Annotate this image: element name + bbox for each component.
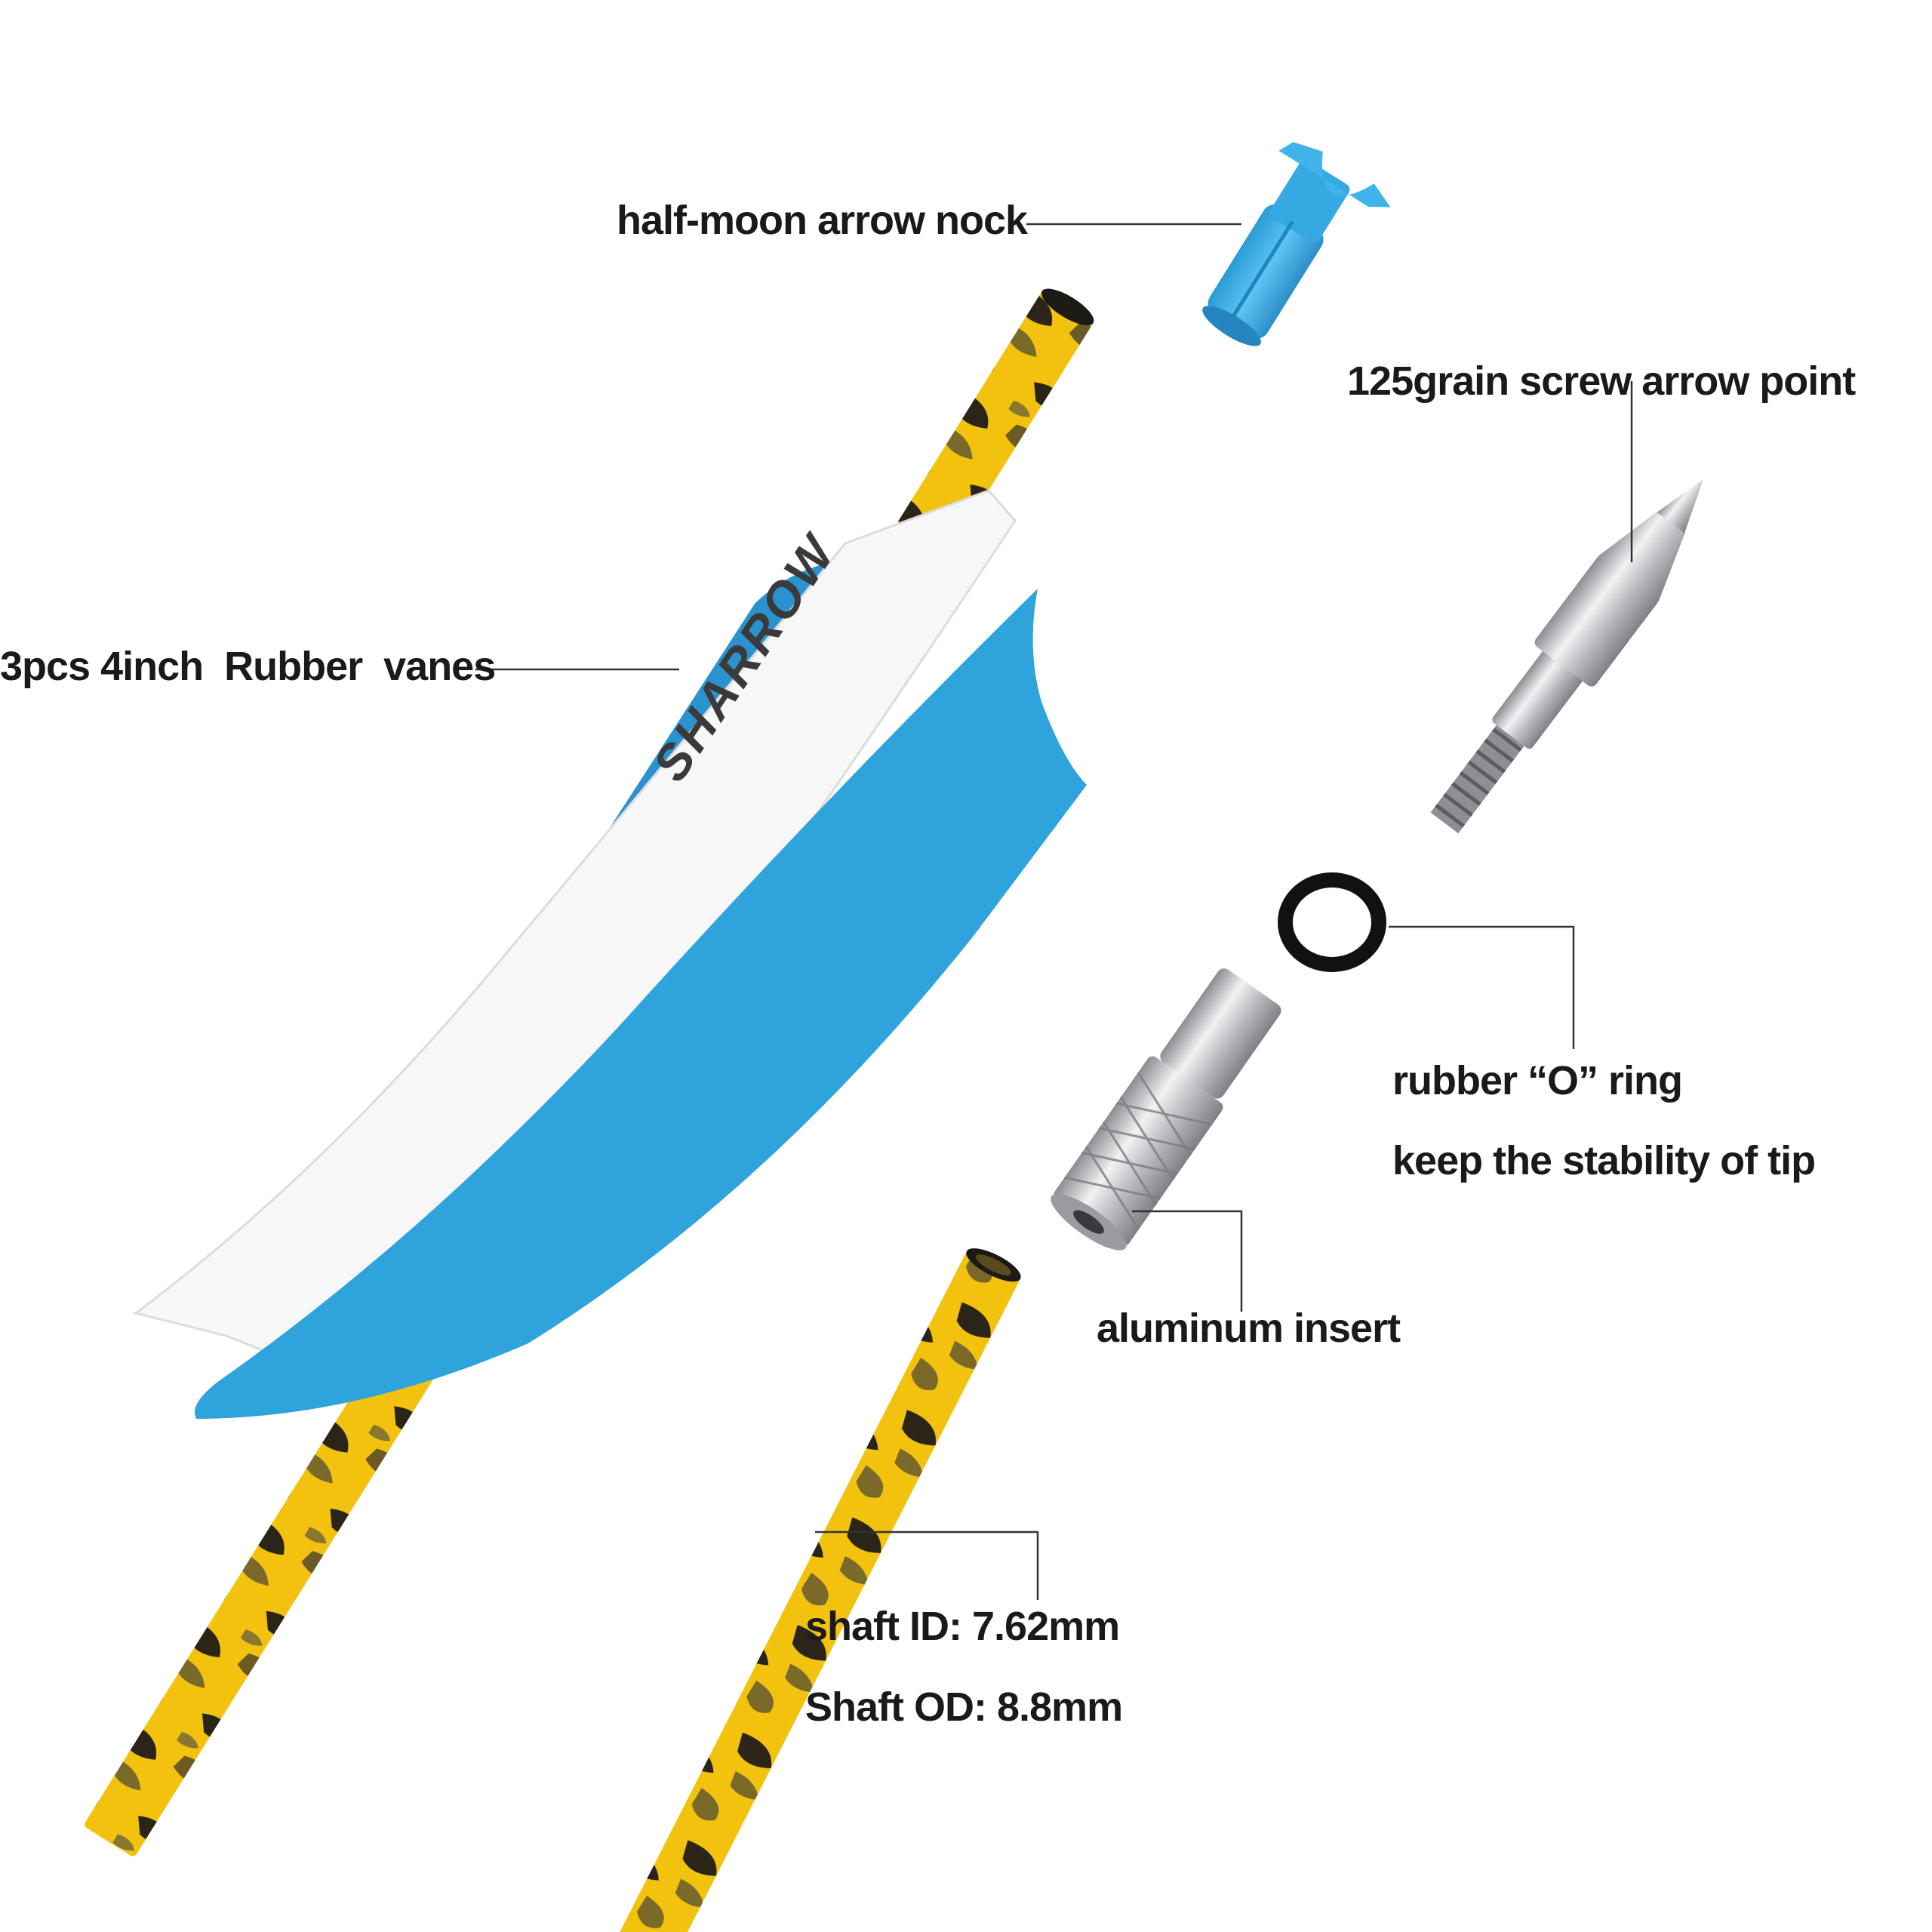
o-ring-note: keep the stability of tip: [1392, 1138, 1816, 1183]
arrow-point-icon: [1430, 479, 1703, 834]
o-ring-label: rubber “O” ring: [1392, 1058, 1683, 1103]
insert-label: aluminum insert: [1097, 1306, 1401, 1351]
vanes-label: 3pcs 4inch Rubber vanes: [0, 644, 496, 689]
lower-shaft: [605, 1248, 1021, 1932]
nock-label: half-moon arrow nock: [617, 198, 1028, 243]
nock-icon: [1202, 142, 1391, 346]
o-ring-icon: [1278, 872, 1386, 972]
shaft-id-label: shaft ID: 7.62mm: [805, 1604, 1120, 1649]
insert-icon: [1051, 968, 1281, 1251]
point-label: 125grain screw arrow point: [1347, 358, 1856, 404]
shaft-od-label: Shaft OD: 8.8mm: [805, 1684, 1123, 1730]
leader-lines: [475, 223, 1633, 1600]
front-vane: [195, 589, 1087, 1419]
